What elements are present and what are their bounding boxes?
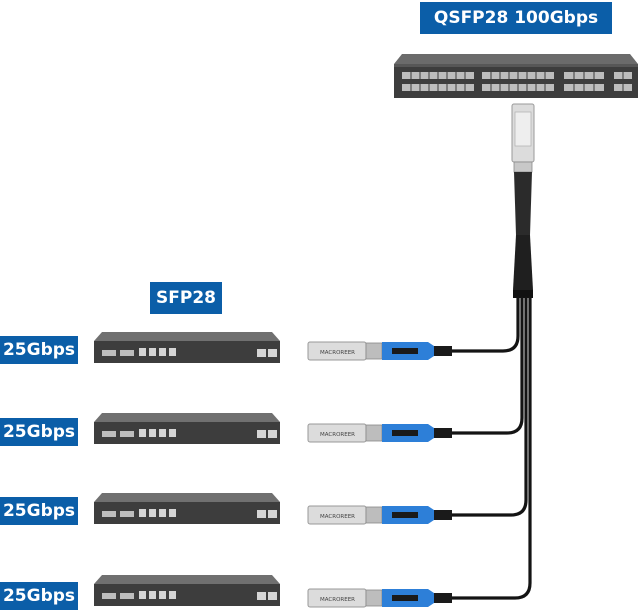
sfp28-title: SFP28 xyxy=(150,282,222,314)
sfp28-switch-3 xyxy=(94,493,280,524)
module-brand-4: MACROREER xyxy=(320,597,355,603)
sfp28-module-3: MACROREER xyxy=(307,505,452,525)
sfp28-switch-1 xyxy=(94,332,280,363)
breakout-cables xyxy=(450,296,532,600)
module-brand-1: MACROREER xyxy=(320,350,355,356)
qsfp28-title: QSFP28 100Gbps xyxy=(420,2,612,34)
speed-label-3: 25Gbps xyxy=(0,497,78,525)
module-brand-3: MACROREER xyxy=(320,514,355,520)
speed-label-4: 25Gbps xyxy=(0,582,78,610)
sfp28-switch-2 xyxy=(94,413,280,444)
speed-label-2: 25Gbps xyxy=(0,418,78,446)
module-brand-2: MACROREER xyxy=(320,432,355,438)
sfp28-module-4: MACROREER xyxy=(307,588,452,608)
sfp28-module-2: MACROREER xyxy=(307,423,452,443)
qsfp28-module xyxy=(511,103,535,298)
sfp28-module-1: MACROREER xyxy=(307,341,452,361)
sfp28-switch-4 xyxy=(94,575,280,606)
speed-label-1: 25Gbps xyxy=(0,336,78,364)
qsfp-switch xyxy=(394,54,638,98)
